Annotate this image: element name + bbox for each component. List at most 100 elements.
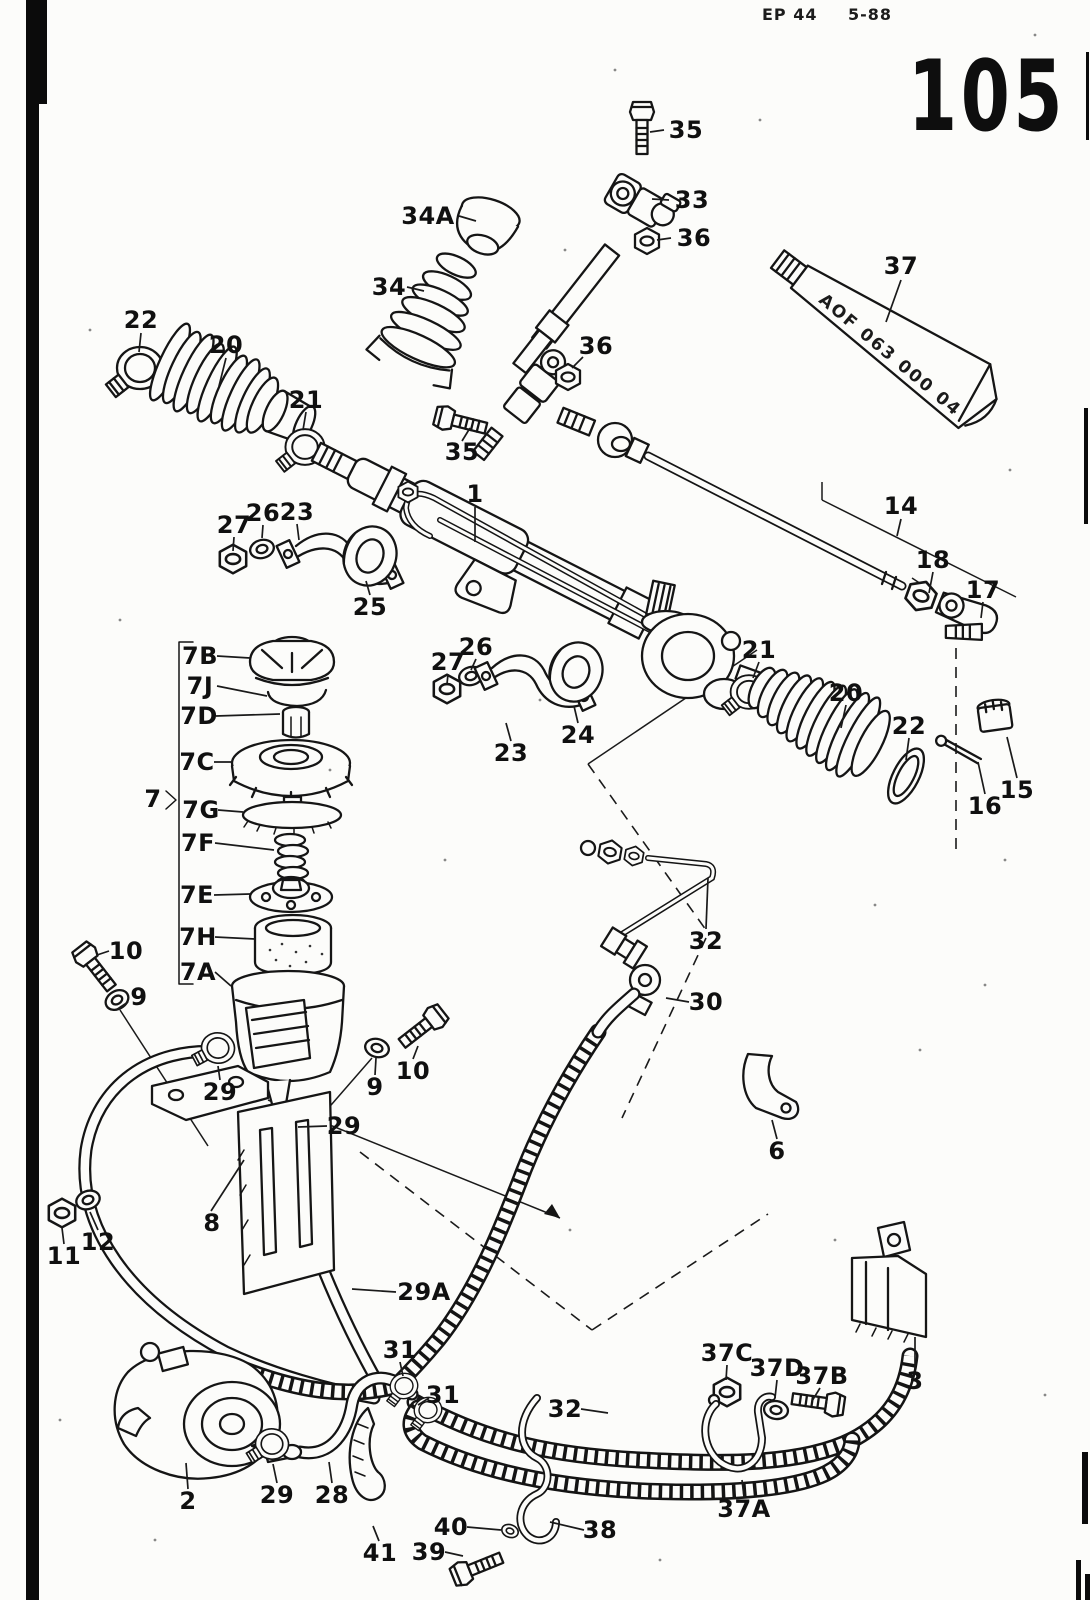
leader-line-29 bbox=[272, 1463, 278, 1484]
part-callout-20: 20 bbox=[208, 331, 244, 359]
leader-line-20 bbox=[840, 704, 847, 729]
part-callout-22: 22 bbox=[891, 712, 927, 740]
part-callout-12: 12 bbox=[80, 1228, 116, 1256]
scan-mark-right-1 bbox=[1086, 52, 1089, 140]
part-callout-27: 27 bbox=[216, 511, 252, 539]
leader-line-8 bbox=[210, 1159, 245, 1212]
leader-line-21 bbox=[302, 411, 307, 431]
part-callout-23: 23 bbox=[279, 498, 315, 526]
part-callout-32: 32 bbox=[547, 1395, 583, 1423]
leader-line-33 bbox=[651, 198, 670, 201]
part-callout-20: 20 bbox=[828, 679, 864, 707]
part-callout-39: 39 bbox=[411, 1538, 447, 1566]
part-callout-25: 25 bbox=[352, 593, 388, 621]
leader-line-14 bbox=[896, 518, 902, 537]
part-callout-32: 32 bbox=[688, 927, 724, 955]
part-callout-36: 36 bbox=[578, 332, 614, 360]
part-callout-1: 1 bbox=[466, 480, 484, 508]
leader-line-22 bbox=[905, 737, 910, 761]
page-number: 105 bbox=[908, 40, 1067, 154]
part-callout-30: 30 bbox=[688, 988, 724, 1016]
leader-line-37d bbox=[774, 1379, 778, 1399]
leader-line-32 bbox=[580, 1408, 609, 1414]
part-callout-7c: 7C bbox=[179, 748, 215, 776]
catalog-date: 5-88 bbox=[848, 5, 893, 24]
leader-line-36 bbox=[571, 356, 584, 369]
part-callout-24: 24 bbox=[560, 721, 596, 749]
part-callout-37c: 37C bbox=[700, 1339, 754, 1367]
leader-line-27 bbox=[232, 536, 235, 552]
leader-line-26 bbox=[261, 524, 264, 539]
leader-line-29a bbox=[351, 1288, 397, 1293]
part-callout-33: 33 bbox=[674, 186, 710, 214]
steering-rack-drawing bbox=[310, 441, 804, 711]
scan-border-left bbox=[26, 0, 39, 1600]
part-callout-8: 8 bbox=[203, 1209, 221, 1237]
leader-line-6 bbox=[771, 1119, 778, 1140]
leader-line-7a bbox=[214, 971, 232, 987]
bracket-6-drawing bbox=[742, 1052, 800, 1121]
leader-line-7d bbox=[215, 713, 281, 717]
part-callout-31: 31 bbox=[425, 1381, 461, 1409]
leader-line-41 bbox=[372, 1525, 380, 1542]
scan-speckles bbox=[58, 33, 1047, 1562]
pump-drawing bbox=[113, 1341, 303, 1480]
part-callout-26: 26 bbox=[458, 633, 494, 661]
part-callout-7e: 7E bbox=[179, 881, 215, 909]
part-callout-7: 7 bbox=[144, 785, 162, 813]
catalog-code: EP 44 bbox=[762, 5, 818, 24]
leader-line-9 bbox=[374, 1057, 377, 1076]
bracket-3-drawing bbox=[850, 1220, 928, 1343]
bottom-hardware-drawing bbox=[348, 1369, 847, 1590]
leader-line-17 bbox=[980, 601, 984, 619]
part-callout-37: 37 bbox=[883, 252, 919, 280]
part-callout-10: 10 bbox=[108, 937, 144, 965]
part-callout-3: 3 bbox=[906, 1367, 924, 1395]
part-callout-7j: 7J bbox=[186, 672, 214, 700]
part-callout-7a: 7A bbox=[179, 958, 217, 986]
leader-line-37 bbox=[885, 279, 902, 323]
part-callout-7d: 7D bbox=[180, 702, 218, 730]
column-boot-drawing bbox=[365, 196, 521, 390]
leader-line-36 bbox=[656, 237, 672, 241]
leader-line-21 bbox=[752, 661, 760, 679]
scan-mark-right-2 bbox=[1084, 408, 1088, 524]
boot-right-drawing bbox=[720, 666, 926, 805]
leader-line-26 bbox=[470, 658, 477, 671]
leader-line-7b bbox=[216, 655, 251, 659]
leader-line-38 bbox=[549, 1521, 585, 1531]
rack-clamp-b-drawing bbox=[432, 641, 604, 712]
part-callout-23: 23 bbox=[493, 739, 529, 767]
leader-line-31 bbox=[399, 1361, 404, 1377]
leader-line-10 bbox=[412, 1045, 419, 1060]
part-callout-9: 9 bbox=[130, 983, 148, 1011]
leader-line-34 bbox=[406, 286, 425, 292]
part-callout-15: 15 bbox=[999, 776, 1035, 804]
part-callout-2: 2 bbox=[179, 1487, 197, 1515]
part-callout-22: 22 bbox=[123, 306, 159, 334]
scan-mark-right-5 bbox=[1085, 1574, 1090, 1600]
part-callout-37d: 37D bbox=[749, 1354, 805, 1382]
leader-line-2 bbox=[185, 1462, 189, 1490]
part-callout-6: 6 bbox=[768, 1137, 786, 1165]
part-callout-38: 38 bbox=[582, 1516, 618, 1544]
leader-line-22 bbox=[138, 332, 142, 353]
part-callout-17: 17 bbox=[965, 576, 1001, 604]
leader-line-7g bbox=[217, 809, 244, 813]
part-callout-37a: 37A bbox=[717, 1495, 771, 1523]
part-callout-21: 21 bbox=[288, 386, 324, 414]
part-callout-7h: 7H bbox=[179, 923, 217, 951]
part-callout-18: 18 bbox=[915, 546, 951, 574]
part-callout-37b: 37B bbox=[795, 1362, 849, 1390]
part-callout-28: 28 bbox=[314, 1481, 350, 1509]
part-callout-35: 35 bbox=[668, 116, 704, 144]
leader-line-39 bbox=[444, 1551, 464, 1557]
part-callout-10: 10 bbox=[395, 1057, 431, 1085]
part-callout-29: 29 bbox=[326, 1112, 362, 1140]
leader-line-23 bbox=[505, 722, 512, 742]
part-callout-35: 35 bbox=[444, 438, 480, 466]
leader-line-7e bbox=[213, 893, 251, 896]
leader-line-34a bbox=[458, 215, 477, 222]
part-callout-34: 34 bbox=[371, 273, 407, 301]
